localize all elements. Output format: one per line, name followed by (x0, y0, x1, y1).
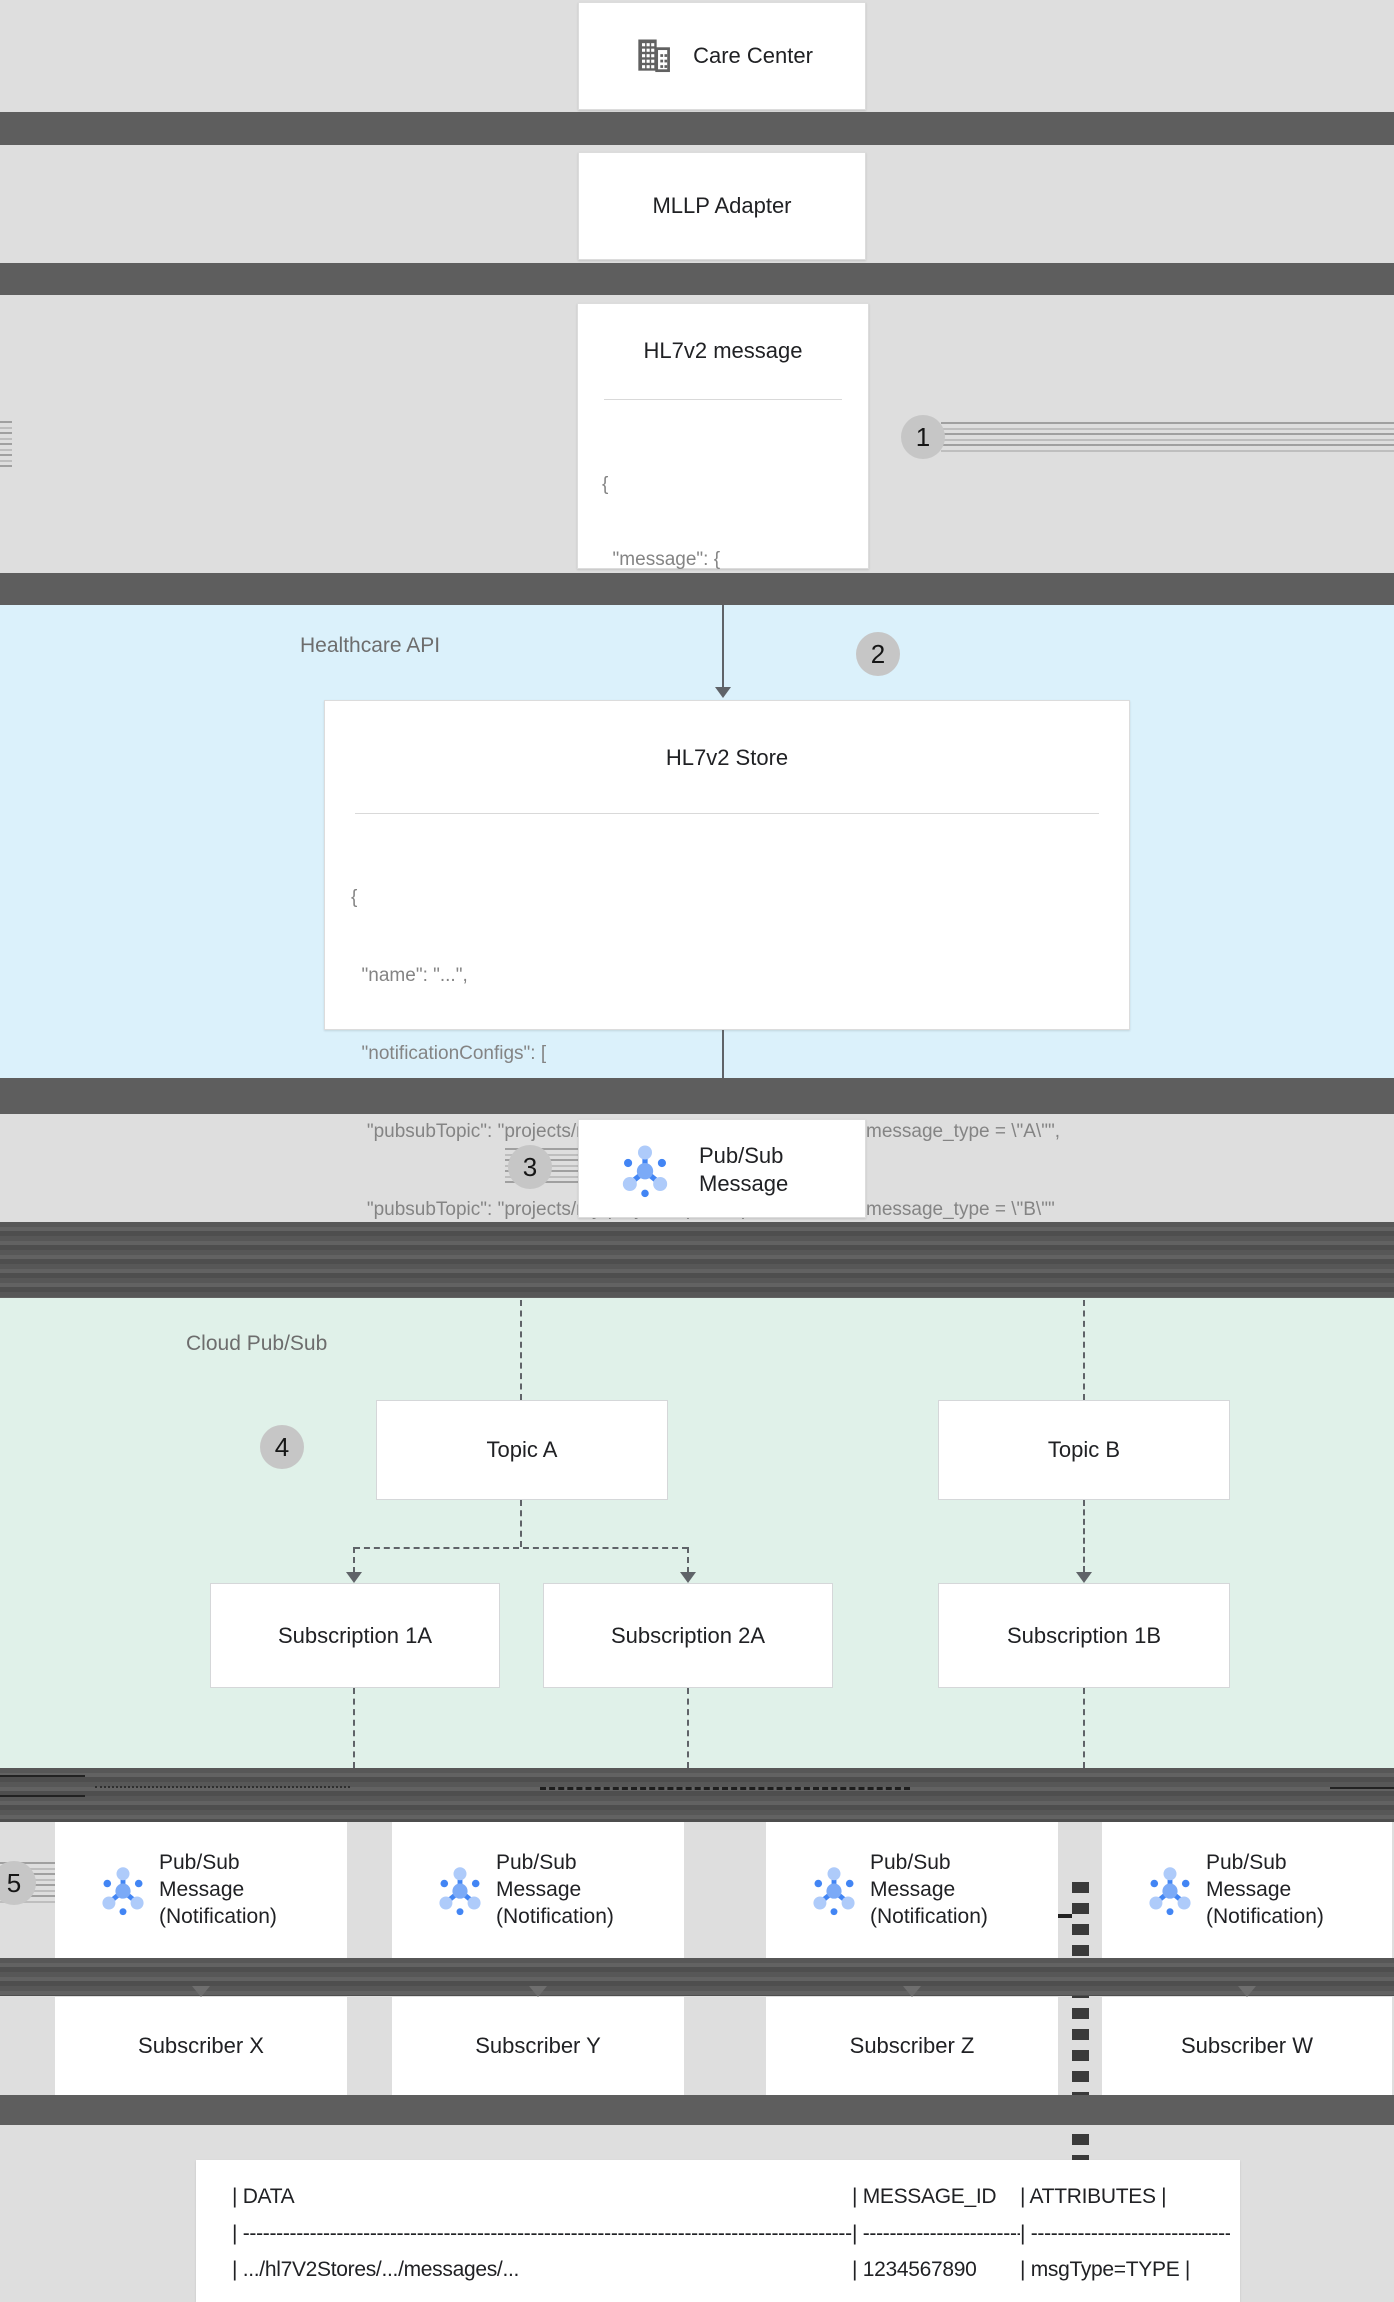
band-artifact (540, 1787, 910, 1790)
pubsub-notification-label: Pub/Sub Message (Notification) (1206, 1851, 1324, 1928)
arrowhead-into-subscriber-w (1238, 1986, 1256, 1997)
subscriber-z-label: Subscriber Z (849, 2033, 975, 2058)
separator-band-6 (0, 1768, 1394, 1822)
separator-band-5 (0, 1222, 1394, 1298)
care-center-label: Care Center (693, 43, 813, 68)
band-artifact (1330, 1787, 1394, 1789)
topic-a-label: Topic A (486, 1437, 558, 1462)
topic-b-label: Topic B (1047, 1437, 1121, 1462)
flow-line (722, 605, 724, 687)
table-header-attributes: | ATTRIBUTES | (1020, 2185, 1167, 2208)
subscriber-x-box: Subscriber X (55, 1997, 347, 2095)
arrowhead-into-sub-1a (346, 1572, 362, 1583)
subscriber-z-box: Subscriber Z (766, 1997, 1058, 2095)
arrowhead-into-subscriber-z (903, 1986, 921, 1997)
subscriber-y-box: Subscriber Y (392, 1997, 684, 2095)
hl7v2-message-box: HL7v2 message { "message": { "data": "..… (577, 303, 869, 795)
healthcare-api-zone-label: Healthcare API (300, 634, 441, 657)
table-cell-attributes: | msgType=TYPE | (1020, 2258, 1191, 2281)
arrowhead-into-sub-2a (680, 1572, 696, 1583)
separator-band-2 (0, 263, 1394, 295)
dashed-line (520, 1500, 522, 1547)
pubsub-icon (97, 1864, 149, 1921)
dashed-line (353, 1547, 355, 1573)
pubsub-notification-box-3: Pub/Sub Message (Notification) (766, 1822, 1058, 1958)
pubsub-message-label: Pub/Sub Message (699, 1143, 789, 1196)
table-cell-data: | .../hl7V2Stores/.../messages/... (232, 2258, 520, 2281)
hl7v2-store-title: HL7v2 Store (665, 745, 789, 770)
pubsub-notification-label: Pub/Sub Message (Notification) (496, 1851, 614, 1928)
subscriber-x-label: Subscriber X (138, 2033, 264, 2058)
table-header-message-id: | MESSAGE_ID (852, 2185, 997, 2208)
dashed-line (1083, 1500, 1085, 1572)
mllp-adapter-label: MLLP Adapter (652, 193, 792, 218)
separator-band-1 (0, 112, 1394, 145)
pubsub-icon (1144, 1864, 1196, 1921)
arrowhead-into-store (715, 687, 731, 698)
table-header-data: | DATA (232, 2185, 295, 2208)
band-artifact (95, 1786, 350, 1788)
pubsub-notification-label: Pub/Sub Message (Notification) (870, 1851, 988, 1928)
pubsub-notification-box-4: Pub/Sub Message (Notification) (1102, 1822, 1392, 1958)
subscriber-w-label: Subscriber W (1180, 2033, 1314, 2058)
artifact-streak (0, 421, 12, 469)
dashed-line (687, 1688, 689, 1768)
step-badge-5: 5 (0, 1861, 36, 1905)
table-divider-row: | --------------------------------------… (232, 2222, 1230, 2245)
divider (604, 399, 842, 400)
subscription-2a-box: Subscription 2A (543, 1583, 833, 1688)
artifact-streak (941, 422, 1394, 454)
care-center-box: Care Center (578, 2, 866, 110)
topic-b-box: Topic B (938, 1400, 1230, 1500)
pubsub-icon (434, 1864, 486, 1921)
separator-band-4 (0, 1078, 1394, 1114)
subscription-1b-box: Subscription 1B (938, 1583, 1230, 1688)
arrowhead-into-subscriber-y (529, 1986, 547, 1997)
arrowhead-into-sub-1b (1076, 1572, 1092, 1583)
dashed-line (687, 1547, 689, 1573)
arrowhead-into-subscriber-x (192, 1986, 210, 1997)
pubsub-icon (808, 1864, 860, 1921)
separator-band-3 (0, 573, 1394, 605)
pubsub-notification-label: Pub/Sub Message (Notification) (159, 1851, 277, 1928)
subscription-1b-label: Subscription 1B (1006, 1622, 1162, 1648)
topic-a-box: Topic A (376, 1400, 668, 1500)
subscription-2a-label: Subscription 2A (610, 1622, 766, 1648)
cloud-pubsub-zone (0, 1298, 1394, 1768)
dashed-branch (354, 1547, 688, 1549)
separator-band-8 (0, 2095, 1394, 2125)
band-artifact (0, 1795, 85, 1797)
step-badge-1: 1 (901, 415, 945, 459)
band-artifact (0, 1775, 85, 1777)
subscriber-w-box: Subscriber W (1102, 1997, 1392, 2095)
message-table-box: | DATA | MESSAGE_ID | ATTRIBUTES | | ---… (196, 2160, 1240, 2302)
subscription-1a-box: Subscription 1A (210, 1583, 500, 1688)
mllp-adapter-box: MLLP Adapter (578, 152, 866, 260)
dashed-line-to-topic-a (520, 1300, 522, 1400)
dashed-line (353, 1688, 355, 1768)
hl7v2-message-title: HL7v2 message (643, 338, 803, 363)
flow-line (722, 1030, 724, 1078)
pubsub-notification-box-2: Pub/Sub Message (Notification) (392, 1822, 684, 1958)
step-badge-2: 2 (856, 632, 900, 676)
divider (355, 813, 1099, 814)
step-badge-4: 4 (260, 1425, 304, 1469)
subscriber-y-label: Subscriber Y (475, 2033, 601, 2058)
subscription-1a-label: Subscription 1A (277, 1622, 433, 1648)
pubsub-message-box: Pub/Sub Message (578, 1119, 866, 1218)
cloud-pubsub-zone-label: Cloud Pub/Sub (186, 1332, 328, 1355)
step-badge-3: 3 (508, 1145, 552, 1189)
separator-band-7 (0, 1958, 1394, 1996)
pubsub-icon (617, 1142, 673, 1203)
dashed-line-to-topic-b (1083, 1300, 1085, 1400)
thick-dashed-line (1072, 1882, 1089, 2162)
hl7v2-store-box: HL7v2 Store { "name": "...", "notificati… (324, 700, 1130, 1376)
hospital-building-icon (631, 34, 675, 78)
table-value-row: | .../hl7V2Stores/.../messages/... | 123… (232, 2258, 1230, 2288)
table-header-row: | DATA | MESSAGE_ID | ATTRIBUTES | (232, 2185, 1230, 2215)
dashed-line (1083, 1688, 1085, 1768)
pubsub-notification-box-1: Pub/Sub Message (Notification) (55, 1822, 347, 1958)
table-cell-message-id: | 1234567890 (852, 2258, 977, 2281)
